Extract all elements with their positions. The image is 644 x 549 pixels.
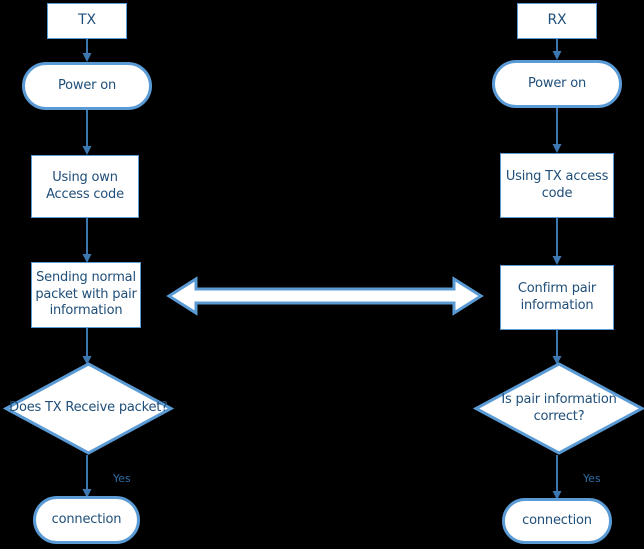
rx-decision-node[interactable]: Is pair information correct? <box>472 362 644 455</box>
connector-tx-power-on-to-access-code <box>82 110 92 155</box>
tx-sending-packet-node[interactable]: Sending normal packet with pair informat… <box>31 262 141 328</box>
tx-lane-header-label: TX <box>78 12 96 29</box>
rx-confirm-pair-label: Confirm pair information <box>517 280 597 313</box>
tx-power-on-label: Power on <box>57 77 117 93</box>
tx-yes-edge-label: Yes <box>113 472 131 485</box>
connector-rx-header-to-power-on <box>552 39 562 60</box>
rx-confirm-pair-node[interactable]: Confirm pair information <box>500 265 614 330</box>
rx-power-on-label: Power on <box>527 75 587 91</box>
tx-connection-label: connection <box>51 511 122 527</box>
rx-yes-edge-label: Yes <box>583 472 601 485</box>
connector-rx-access-code-to-confirm <box>552 218 562 265</box>
tx-access-code-node[interactable]: Using own Access code <box>31 155 139 218</box>
connector-tx-decision-to-connection <box>82 455 92 498</box>
connector-tx-header-to-power-on <box>82 39 92 62</box>
rx-connection-label: connection <box>522 512 592 528</box>
rx-lane-header-label: RX <box>547 12 567 29</box>
rx-decision-label: Is pair information correct? <box>501 391 617 424</box>
connector-rx-decision-to-connection <box>552 455 562 500</box>
connector-tx-access-code-to-sending <box>82 218 92 263</box>
rx-power-on-node[interactable]: Power on <box>492 60 622 108</box>
rx-decision-shape <box>472 362 644 455</box>
rx-access-code-label: Using TX access code <box>505 168 609 201</box>
tx-sending-packet-label: Sending normal packet with pair informat… <box>35 270 137 319</box>
connector-tx-sending-to-decision <box>82 328 92 365</box>
rx-connection-node[interactable]: connection <box>502 498 612 544</box>
tx-decision-node[interactable]: Does TX Receive packet? <box>2 362 175 455</box>
tx-lane-header[interactable]: TX <box>47 3 127 39</box>
connector-rx-confirm-to-decision <box>552 330 562 365</box>
tx-power-on-node[interactable]: Power on <box>22 62 152 110</box>
tx-access-code-label: Using own Access code <box>46 169 124 202</box>
connector-rx-power-on-to-access-code <box>552 108 562 153</box>
rx-lane-header[interactable]: RX <box>517 3 597 39</box>
tx-decision-label: Does TX Receive packet? <box>9 400 168 416</box>
tx-decision-shape <box>2 362 175 455</box>
tx-connection-node[interactable]: connection <box>33 496 140 544</box>
tx-rx-exchange-arrow <box>166 276 484 316</box>
rx-access-code-node[interactable]: Using TX access code <box>500 153 614 218</box>
